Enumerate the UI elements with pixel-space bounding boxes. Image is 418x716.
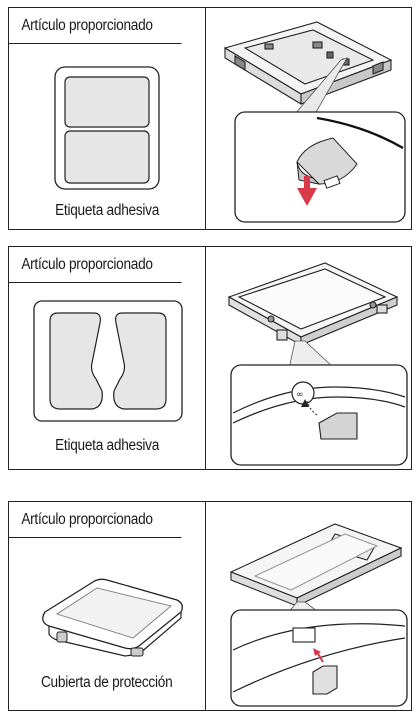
sticker-sheet-icon (53, 65, 161, 191)
tv-stand-cover-diagram (205, 502, 411, 710)
instruction-panel-3: Artículo proporcionado Cubierta de prote… (8, 501, 412, 711)
item-label: Cubierta de protección (41, 674, 173, 691)
panel-header: Artículo proporcionado (9, 247, 182, 283)
provided-item-column: Artículo proporcionado Etiqueta adhesiva (9, 8, 206, 229)
item-label: Etiqueta adhesiva (55, 437, 159, 454)
cutout-sticker-sheet-icon (32, 299, 184, 423)
panel-header: Artículo proporcionado (9, 8, 182, 44)
panel-header: Artículo proporcionado (9, 502, 182, 538)
provided-item-column: Artículo proporcionado Etiqueta adhesiva (9, 247, 206, 469)
instruction-panel-1: Artículo proporcionado Etiqueta adhesiva (8, 7, 412, 230)
protective-cover-icon (35, 574, 187, 658)
tv-side-attach-diagram: ∞ (205, 247, 411, 469)
svg-text:∞: ∞ (296, 390, 304, 400)
provided-item-column: Artículo proporcionado Cubierta de prote… (9, 502, 206, 710)
instruction-panel-2: Artículo proporcionado Etiqueta adhesiva (8, 246, 412, 470)
tv-back-attach-diagram (205, 8, 411, 229)
item-label: Etiqueta adhesiva (55, 202, 159, 219)
